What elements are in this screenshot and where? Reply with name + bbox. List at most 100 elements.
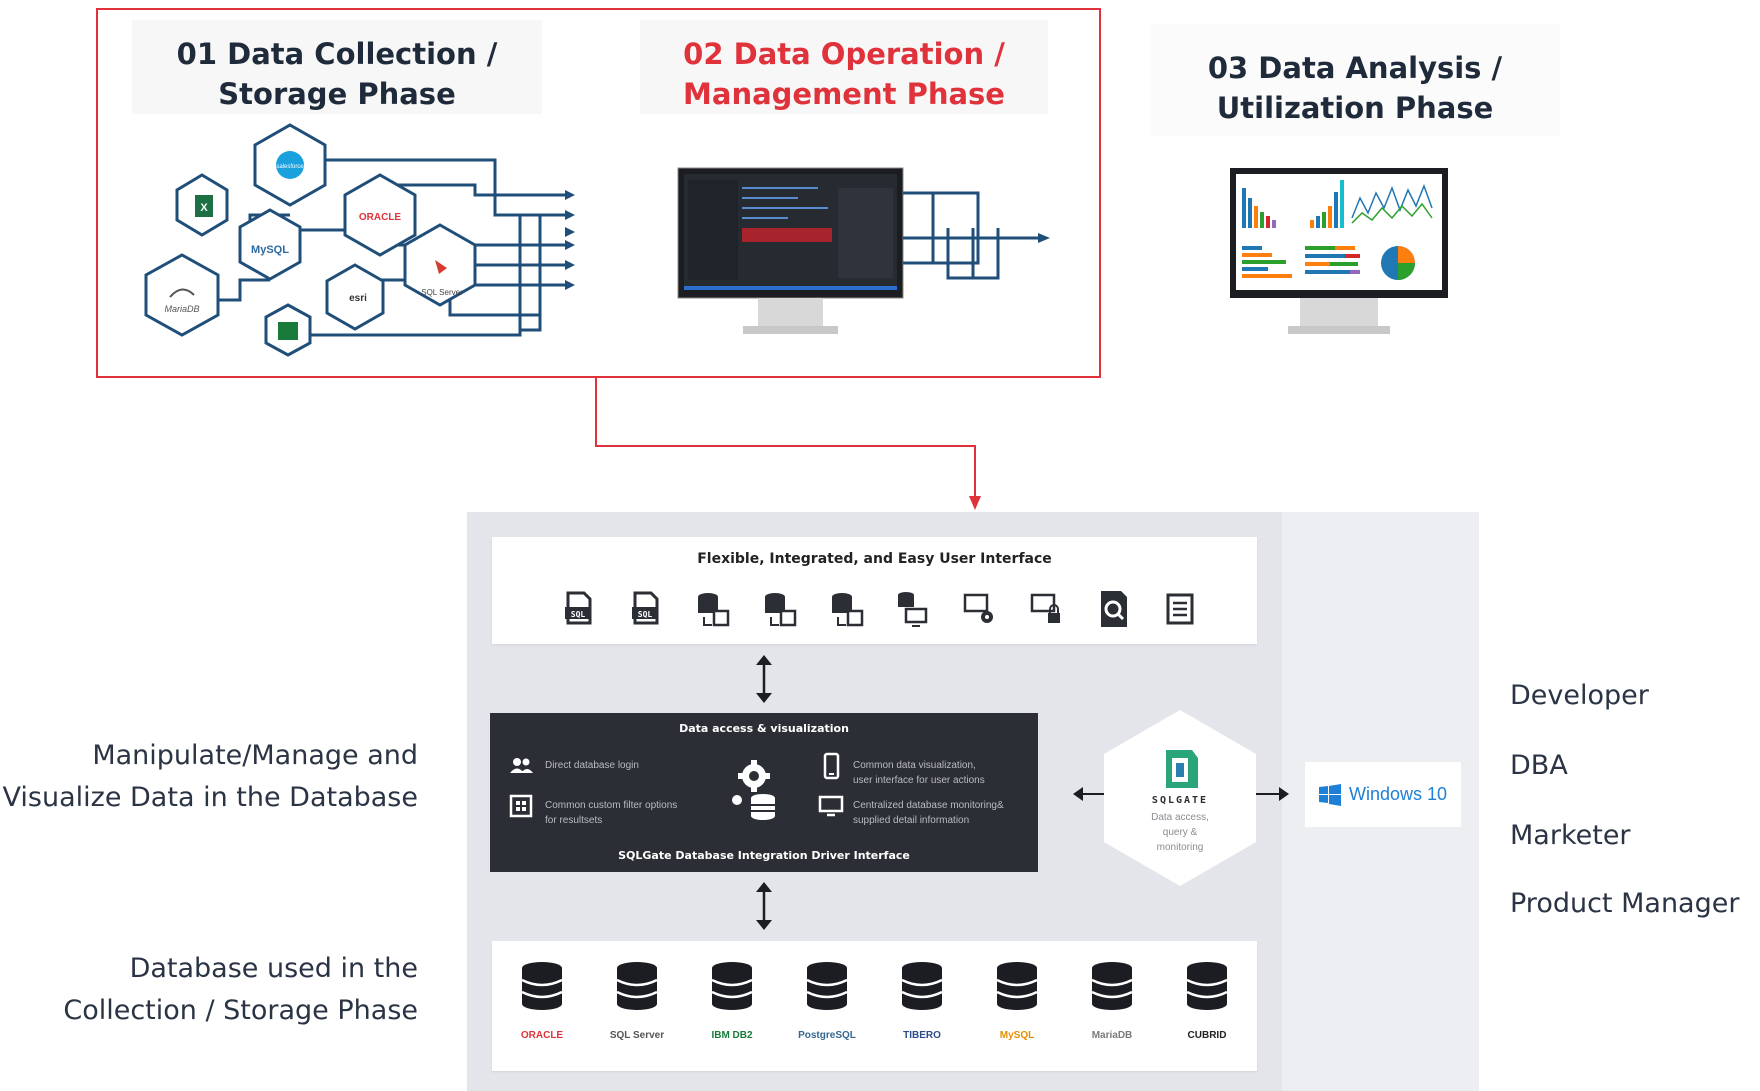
database-item: CUBRID — [1172, 961, 1242, 1047]
collection-network-diagram: salesforce ORACLE MySQL SQL Server Maria… — [144, 123, 575, 357]
double-arrow-bottom — [756, 882, 772, 930]
phase-2-title: 02 Data Operation / Management Phase — [640, 20, 1048, 114]
database-icon — [1091, 962, 1133, 1010]
left-description-2-line2: Collection / Storage Phase — [63, 995, 418, 1026]
db-export-icon — [764, 593, 796, 627]
database-logo: MySQL — [999, 1029, 1035, 1041]
connector-arrow — [595, 378, 981, 510]
sqlgate-sub-2: query & — [1162, 827, 1198, 838]
svg-text:SQL Server: SQL Server — [421, 288, 463, 297]
database-item: SQL Server — [602, 961, 672, 1047]
sqlgate-subtitle: Data access, query & monitoring — [1140, 810, 1220, 855]
svg-text:SQL: SQL — [638, 610, 653, 619]
sqlgate-sub-3: monitoring — [1156, 842, 1204, 853]
phase-2-line2: Management Phase — [683, 77, 1005, 111]
database-item: TIBERO — [887, 961, 957, 1047]
phase-1-line1: 01 Data Collection / — [176, 37, 498, 71]
database-icon — [1186, 962, 1228, 1010]
sql-file-icon: SQL — [631, 591, 659, 625]
database-logo: PostgreSQL — [798, 1029, 856, 1041]
driver-card-footer: SQLGate Database Integration Driver Inte… — [618, 849, 910, 862]
left-description-1-line1: Manipulate/Manage and — [92, 740, 418, 771]
role-developer: Developer — [1510, 680, 1649, 711]
users-icon — [510, 758, 533, 773]
database-item: PostgreSQL — [792, 961, 862, 1047]
driver-item-3-text1: Common data visualization, — [853, 760, 976, 771]
windows-logo-icon — [1318, 783, 1341, 806]
database-logo: CUBRID — [1187, 1029, 1227, 1041]
document-list-icon — [1166, 593, 1194, 625]
database-item: ORACLE — [507, 961, 577, 1047]
database-icon — [711, 962, 753, 1010]
ui-icon-row: SQL SQL — [560, 589, 1200, 629]
database-icon — [996, 962, 1038, 1010]
sql-file-icon: SQL — [565, 591, 592, 625]
monitor-icon — [818, 795, 844, 817]
role-product-manager: Product Manager — [1510, 888, 1740, 919]
phase-2-line1: 02 Data Operation / — [683, 37, 1005, 71]
left-description-1: Manipulate/Manage and Visualize Data in … — [3, 735, 418, 819]
driver-item-1: Direct database login — [545, 758, 639, 773]
driver-item-2: Common custom filter options for resultse… — [545, 798, 677, 828]
database-icon — [616, 962, 658, 1010]
windows-label: Windows 10 — [1348, 784, 1448, 804]
svg-text:SQL: SQL — [571, 610, 586, 619]
phase-3-title: 03 Data Analysis / Utilization Phase — [1150, 24, 1560, 136]
driver-interface-card: Data access & visualization Direct datab… — [490, 713, 1038, 872]
role-marketer: Marketer — [1510, 820, 1631, 851]
sqlgate-hexagon — [1104, 710, 1256, 886]
driver-item-4-text1: Centralized database monitoring& — [853, 800, 1004, 811]
role-dba: DBA — [1510, 750, 1568, 781]
monitor-settings-icon — [964, 593, 994, 623]
grid-icon — [509, 794, 533, 818]
oracle-hex — [343, 173, 417, 257]
database-logo: SQL Server — [609, 1029, 665, 1041]
sqlgate-sub-1: Data access, — [1151, 812, 1209, 823]
database-item: MySQL — [982, 961, 1052, 1047]
database-item: MariaDB — [1077, 961, 1147, 1047]
mysql-hex — [238, 208, 302, 281]
database-logo: MariaDB — [1091, 1029, 1133, 1041]
driver-item-2-text1: Common custom filter options — [545, 800, 678, 811]
database-logo: ORACLE — [520, 1029, 564, 1041]
esri-hex — [325, 263, 385, 331]
db-monitor-icon — [898, 592, 928, 627]
windows-10-badge: Windows 10 — [1305, 762, 1461, 827]
driver-item-4-text2: supplied detail information — [853, 815, 970, 826]
analytics-monitor — [1230, 168, 1448, 334]
driver-item-1-text: Direct database login — [545, 760, 639, 771]
svg-text:ORACLE: ORACLE — [359, 212, 402, 223]
database-logo: TIBERO — [903, 1029, 941, 1041]
left-description-2: Database used in the Collection / Storag… — [63, 948, 418, 1032]
db-export-icon — [697, 593, 729, 627]
ui-features-card: Flexible, Integrated, and Easy User Inte… — [492, 537, 1257, 644]
driver-item-3: Common data visualization, user interface… — [853, 758, 985, 788]
driver-item-4: Centralized database monitoring&supplied… — [853, 798, 1004, 828]
mariadb-hex — [144, 253, 220, 337]
driver-item-2-text2: for resultsets — [545, 815, 603, 826]
phase-highlight-frame — [96, 8, 1101, 378]
settings-database-icon — [732, 760, 775, 820]
double-arrow-top — [756, 655, 772, 703]
phase-3-line1: 03 Data Analysis / — [1207, 51, 1503, 85]
operation-monitor — [677, 167, 1050, 334]
database-icon — [901, 962, 943, 1010]
db-export-icon — [831, 593, 863, 627]
left-description-2-line1: Database used in the — [129, 953, 418, 984]
svg-text:salesforce: salesforce — [276, 164, 304, 170]
svg-text:esri: esri — [349, 293, 367, 304]
svg-text:X: X — [200, 202, 208, 214]
phase-1-line2: Storage Phase — [218, 77, 456, 111]
monitor-lock-icon — [1030, 593, 1061, 623]
driver-card-title: Data access & visualization — [679, 722, 849, 735]
ui-card-title: Flexible, Integrated, and Easy User Inte… — [697, 551, 1052, 567]
left-description-1-line2: Visualize Data in the Database — [2, 782, 418, 813]
sqlgate-logo-text: SQLGATE — [1151, 795, 1209, 806]
phase-1-title: 01 Data Collection / Storage Phase — [132, 20, 542, 114]
mobile-icon — [823, 752, 840, 780]
phase-3-line2: Utilization Phase — [1216, 91, 1494, 125]
driver-item-3-text2: user interface for user actions — [853, 775, 985, 786]
database-icon — [806, 962, 848, 1010]
svg-text:MariaDB: MariaDB — [164, 304, 199, 314]
